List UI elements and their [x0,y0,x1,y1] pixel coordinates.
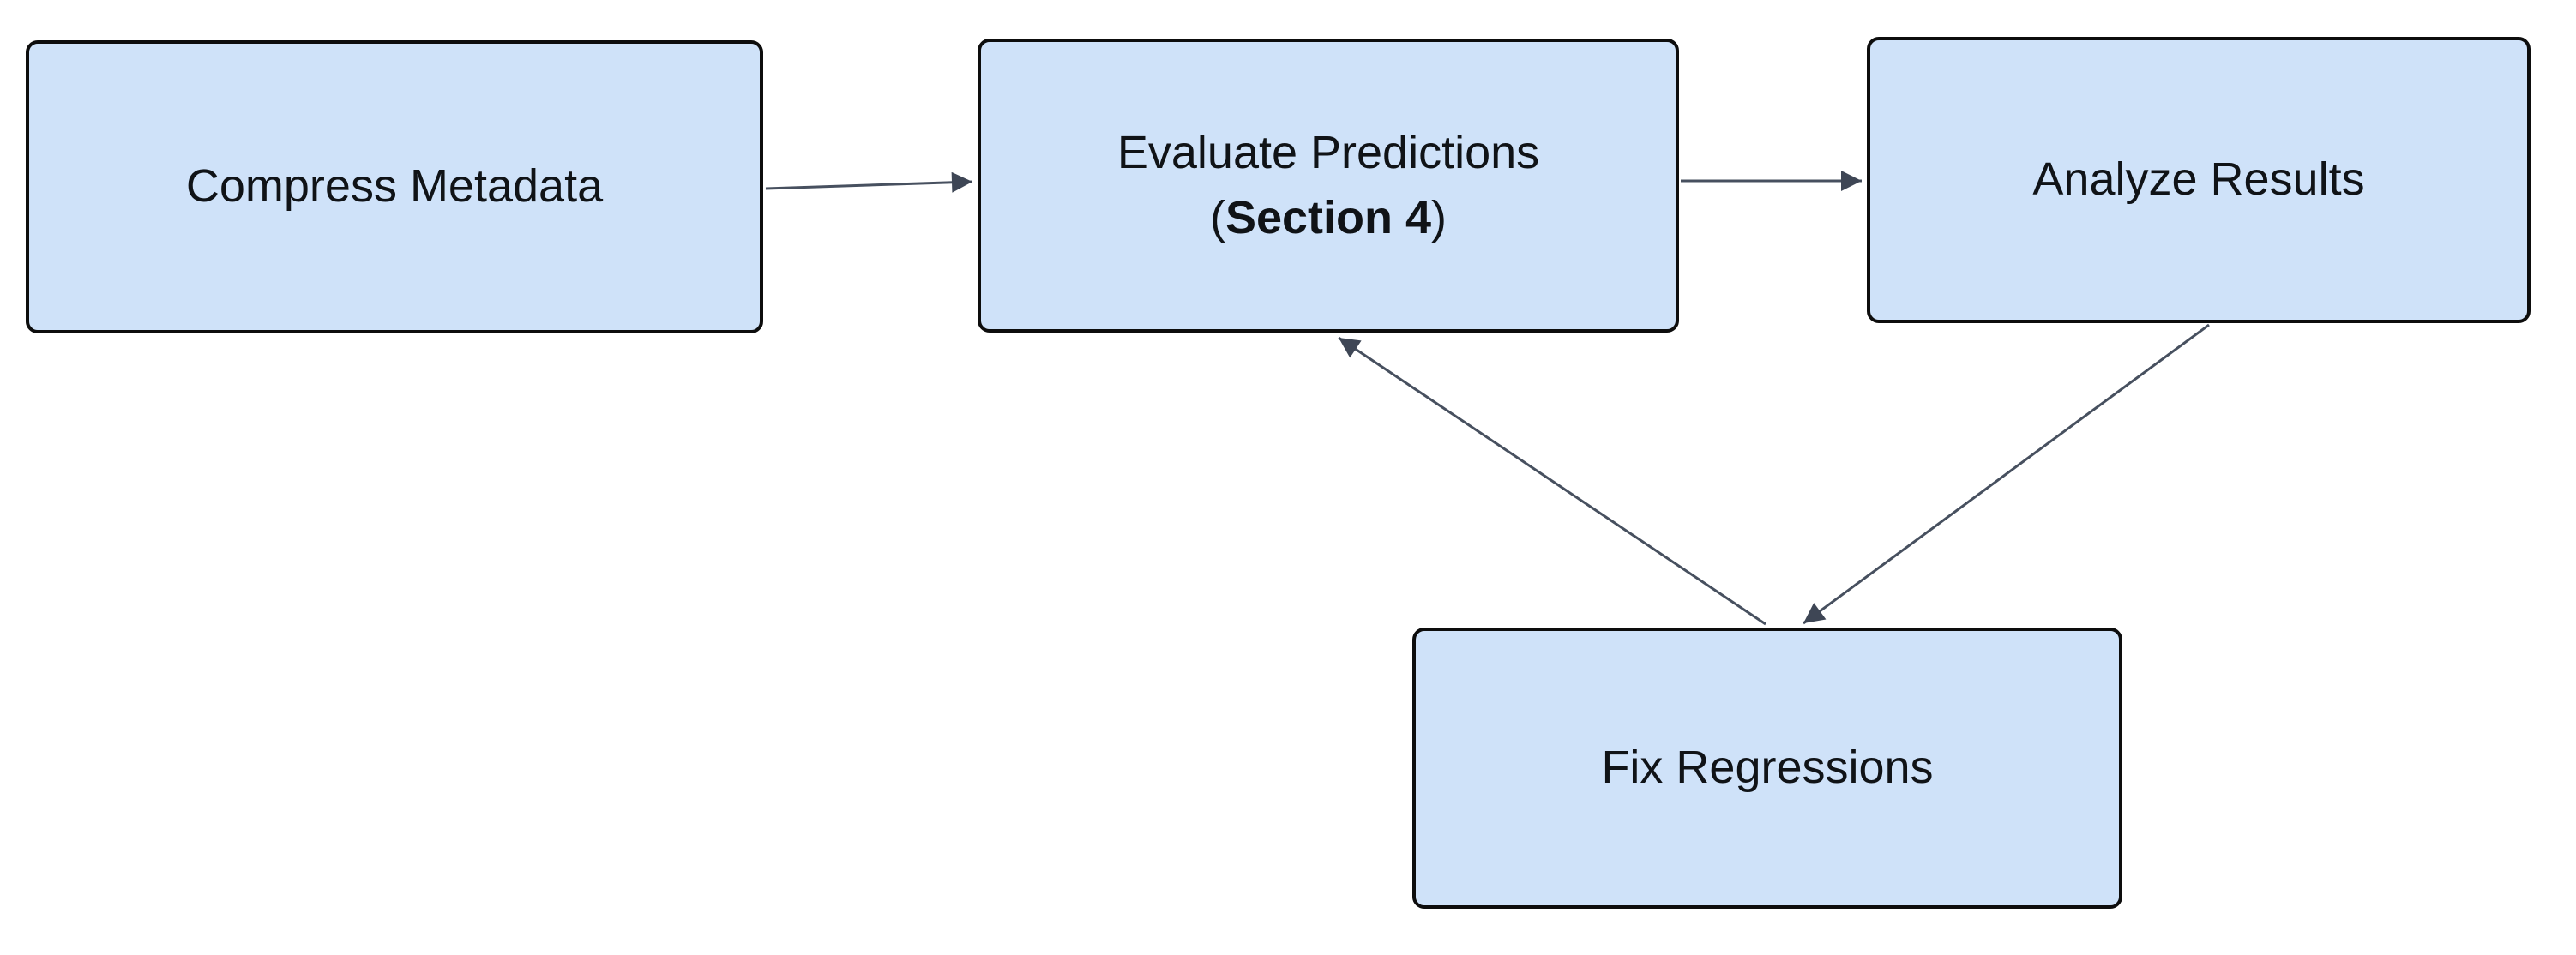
edge-compress-to-evaluate [765,171,973,193]
section-reference: Section 4 [1225,191,1432,243]
node-fix-regressions: Fix Regressions [1412,628,2122,909]
node-compress-metadata: Compress Metadata [26,40,763,333]
node-analyze-results-label: Analyze Results [2032,153,2365,206]
node-evaluate-predictions-label: Evaluate Predictions (Section 4) [981,121,1676,250]
open-paren: ( [1209,191,1225,243]
edge-fix-to-evaluate [1338,336,1766,626]
node-evaluate-predictions-line2: (Section 4) [998,186,1658,251]
node-analyze-results: Analyze Results [1867,37,2531,323]
node-evaluate-predictions: Evaluate Predictions (Section 4) [978,39,1679,333]
node-fix-regressions-label: Fix Regressions [1601,742,1934,794]
node-compress-metadata-label: Compress Metadata [185,160,604,213]
close-paren: ) [1431,191,1447,243]
edge-analyze-to-fix [1803,323,2210,625]
node-evaluate-predictions-line1: Evaluate Predictions [1116,126,1540,178]
